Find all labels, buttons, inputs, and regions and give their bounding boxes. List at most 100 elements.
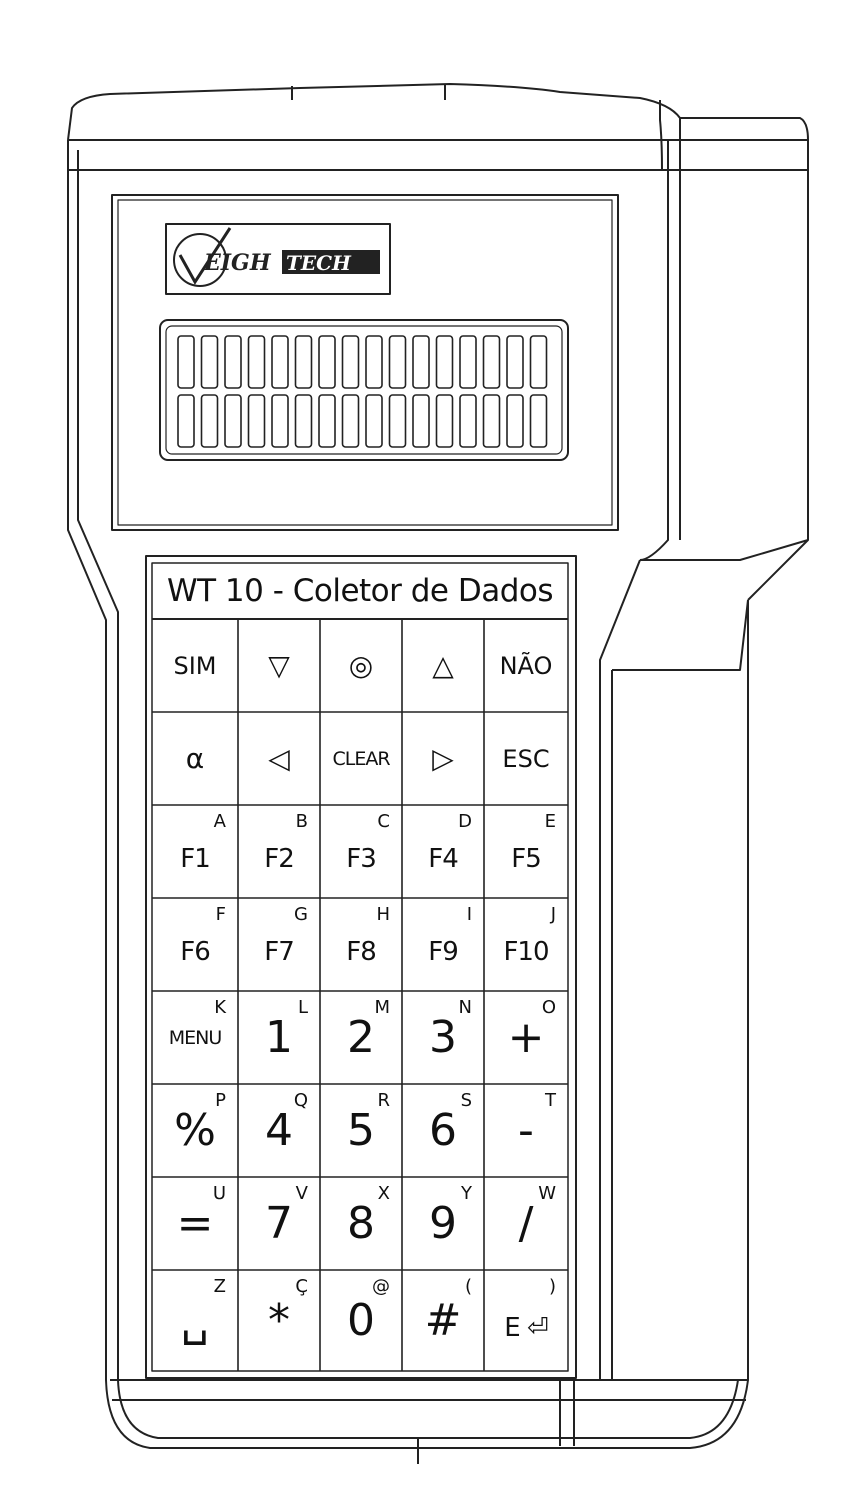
key-alt-label: C (377, 811, 390, 832)
key-alt-label: U (212, 1183, 226, 1204)
key-alt-label: T (545, 1090, 556, 1111)
lcd-cell (459, 394, 477, 448)
key-label: MENU (168, 1026, 223, 1049)
key-left[interactable]: ◁ (238, 712, 320, 805)
key-alt-label: V (295, 1183, 308, 1204)
lcd-cell (388, 335, 407, 389)
key-plus[interactable]: +O (484, 991, 568, 1084)
key-alpha[interactable]: α (152, 712, 238, 805)
key-up[interactable]: △ (402, 619, 484, 712)
key-alt-label: X (377, 1183, 390, 1204)
key-alt-label: ( (464, 1276, 472, 1297)
key-label: + (507, 1012, 545, 1063)
lcd-cell (318, 394, 336, 448)
lcd-cell (224, 394, 242, 448)
key-minus[interactable]: -T (484, 1084, 568, 1177)
key-esc[interactable]: ESC (484, 712, 568, 805)
lcd-cell (341, 335, 360, 389)
key-alt-label: F (215, 904, 226, 925)
key-alt-label: L (297, 997, 308, 1018)
key-label: F7 (264, 936, 295, 967)
lcd-cell (247, 335, 266, 389)
lcd-cell (529, 335, 548, 389)
key-label: F4 (428, 843, 459, 874)
key-label: / (518, 1198, 534, 1249)
key-alt-label: M (374, 997, 390, 1018)
key-0[interactable]: 0@ (320, 1270, 402, 1371)
key-label: α (185, 742, 205, 775)
key-label: ␣ (181, 1295, 209, 1346)
key-enter[interactable]: E ⏎) (484, 1270, 568, 1371)
key-sim[interactable]: SIM (152, 619, 238, 712)
key-percent[interactable]: %P (152, 1084, 238, 1177)
key-alt-label: A (213, 811, 226, 832)
lcd-cell (247, 394, 266, 448)
key-alt-label: @ (372, 1276, 390, 1297)
key-alt-label: O (541, 997, 556, 1018)
key-label: NÃO (499, 651, 553, 680)
key-label: ◁ (268, 742, 290, 775)
key-label: 2 (347, 1012, 375, 1063)
key-label: = (176, 1198, 214, 1249)
key-label: ▷ (432, 742, 454, 775)
key-right[interactable]: ▷ (402, 712, 484, 805)
key-alt-label: R (377, 1090, 390, 1111)
key-slash[interactable]: /W (484, 1177, 568, 1270)
key-equals[interactable]: =U (152, 1177, 238, 1270)
key-down[interactable]: ▽ (238, 619, 320, 712)
key-weigh[interactable]: ◎ (320, 619, 402, 712)
key-nao[interactable]: NÃO (484, 619, 568, 712)
lcd-cell (435, 394, 454, 448)
key-label: F8 (346, 936, 377, 967)
lcd-cell (341, 394, 360, 448)
key-f7[interactable]: F7 G (238, 898, 320, 991)
lcd-cell (294, 335, 313, 389)
lcd-cell (271, 394, 289, 448)
lcd-cell (200, 394, 219, 448)
lcd-cell (388, 394, 407, 448)
lcd-cell (412, 394, 430, 448)
lcd-cell (365, 335, 383, 389)
key-label: △ (432, 649, 454, 682)
lcd-cell (294, 394, 313, 448)
key-space[interactable]: ␣Z (152, 1270, 238, 1371)
key-label: ESC (502, 744, 550, 773)
key-label: F1 (180, 843, 211, 874)
lcd-cell (482, 335, 501, 389)
key-hash[interactable]: #( (402, 1270, 484, 1371)
lcd-cell (177, 335, 195, 389)
key-alt-label: G (294, 904, 308, 925)
key-label: 9 (429, 1198, 457, 1249)
key-asterisk[interactable]: *Ç (238, 1270, 320, 1371)
keypad-title: WT 10 - Coletor de Dados (166, 573, 554, 609)
key-alt-label: Z (213, 1276, 226, 1297)
key-label: ▽ (268, 649, 290, 682)
key-label: 6 (429, 1105, 457, 1156)
lcd-cell (529, 394, 548, 448)
key-label: F10 (503, 936, 549, 967)
key-label: F3 (346, 843, 377, 874)
lcd-cell (365, 394, 383, 448)
key-label: 3 (429, 1012, 457, 1063)
key-clear[interactable]: CLEAR (320, 712, 402, 805)
key-alt-label: J (550, 904, 556, 925)
